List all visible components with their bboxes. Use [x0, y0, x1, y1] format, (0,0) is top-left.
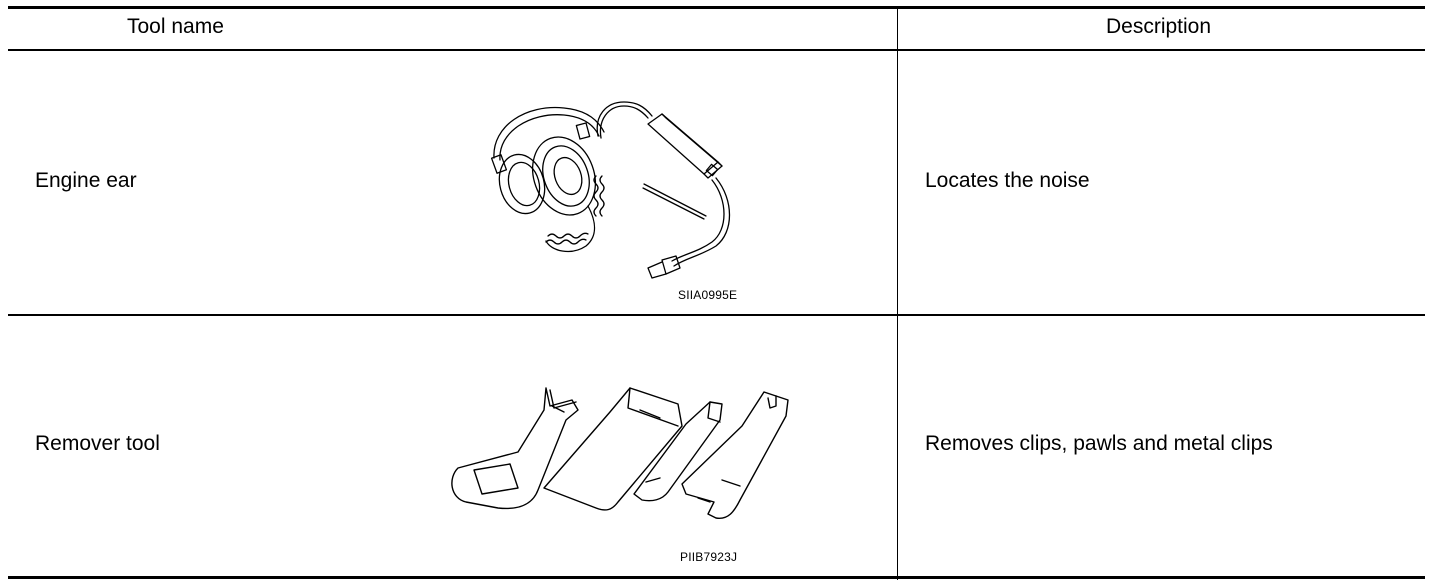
column-divider [897, 6, 898, 580]
header-bottom-rule [8, 49, 1425, 51]
remover-tool-illustration [451, 387, 789, 519]
description-cell: Removes clips, pawls and metal clips [925, 432, 1273, 455]
header-tool-name: Tool name [127, 15, 224, 38]
engine-ear-illustration [490, 101, 731, 279]
table-top-rule [8, 6, 1425, 9]
header-description: Description [1106, 15, 1212, 38]
table-bottom-rule [8, 576, 1425, 579]
figure-code: SIIA0995E [678, 288, 738, 302]
figure-code: PIIB7923J [680, 550, 738, 564]
tool-name-cell: Engine ear [35, 169, 137, 192]
row-divider [8, 314, 1425, 316]
tool-name-cell: Remover tool [35, 432, 160, 455]
tools-table: Tool name Description Engine ear SIIA099… [8, 6, 1425, 580]
description-cell: Locates the noise [925, 169, 1090, 192]
